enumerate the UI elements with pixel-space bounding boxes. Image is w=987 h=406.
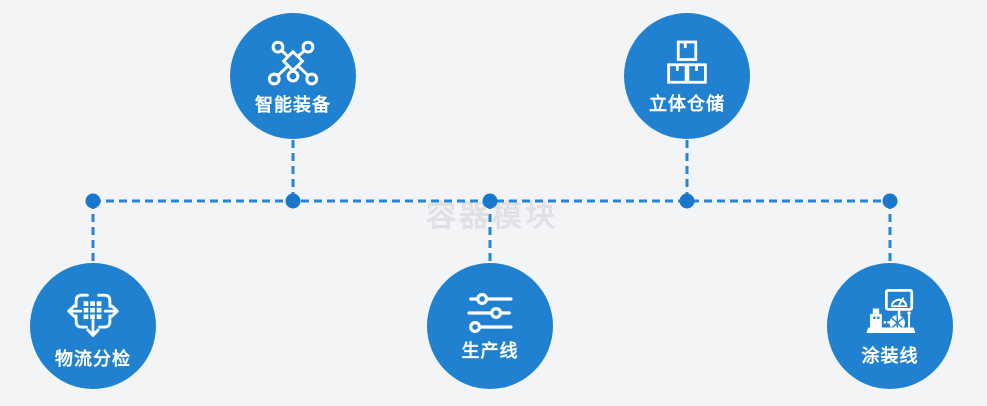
stacked-boxes-icon <box>667 40 707 84</box>
node-logistics-sorting: 物流分检 <box>30 263 156 389</box>
node-stereoscopic-warehouse: 立体仓储 <box>624 13 750 139</box>
sorting-distribute-icon <box>67 293 119 337</box>
node-label: 智能装备 <box>255 95 331 116</box>
node-smart-equipment: 智能装备 <box>230 13 356 139</box>
junction-dot <box>85 193 101 209</box>
node-label: 涂装线 <box>861 346 919 367</box>
junction-dot <box>285 193 301 209</box>
junction-dot <box>482 193 498 209</box>
node-coating-line: 涂装线 <box>827 263 953 389</box>
node-label: 生产线 <box>461 341 519 362</box>
network-nodes-icon <box>267 40 319 86</box>
junction-dot <box>679 193 695 209</box>
node-label: 立体仓储 <box>649 94 725 115</box>
node-production-line: 生产线 <box>427 263 553 389</box>
junction-dot <box>882 193 898 209</box>
sliders-icon <box>467 293 513 333</box>
node-label: 物流分检 <box>55 349 131 370</box>
coating-machine-icon <box>866 288 916 333</box>
